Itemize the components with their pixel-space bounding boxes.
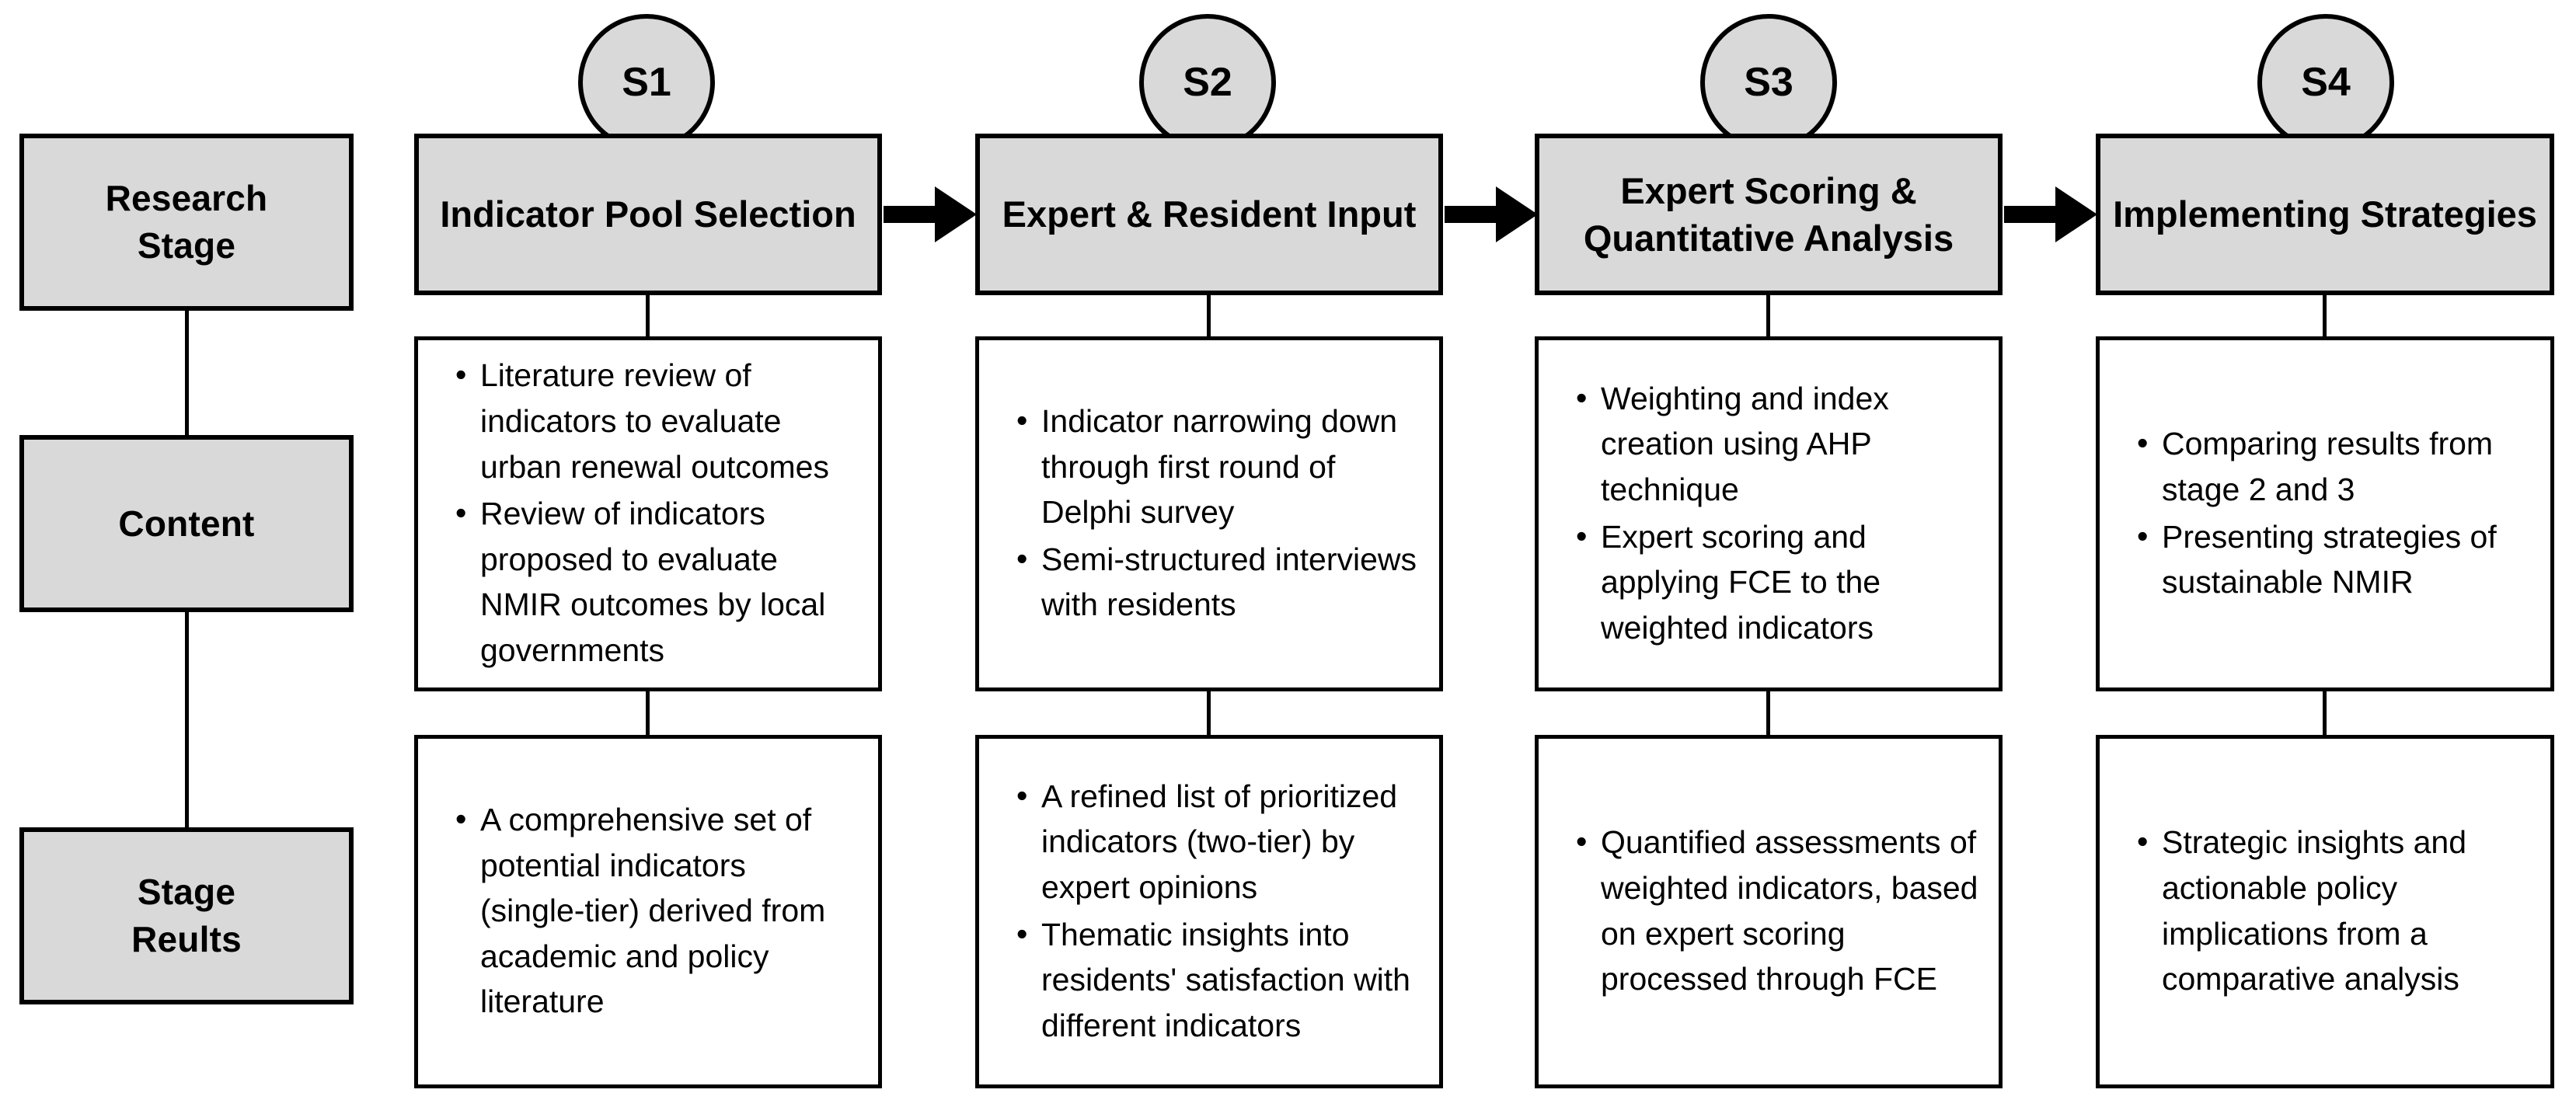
flow-arrow-s1-s2 — [884, 186, 977, 242]
stage-result-s4: Strategic insights and actionable policy… — [2096, 735, 2554, 1088]
stage-badge-s1: S1 — [578, 14, 715, 151]
stage-content-s4: Comparing results from stage 2 and 3 Pre… — [2096, 336, 2554, 691]
flow-arrow-s3-s4 — [2004, 186, 2097, 242]
list-item: A refined list of prioritized indicators… — [1016, 773, 1419, 910]
row-label-stage-results: Stage Reults — [19, 827, 354, 1004]
bullet-list: A refined list of prioritized indicators… — [1006, 773, 1419, 1050]
stage-header-s1-text: Indicator Pool Selection — [440, 190, 856, 238]
stage-connector-s2-result — [1207, 690, 1211, 736]
list-item: Strategic insights and actionable policy… — [2137, 819, 2530, 1002]
spine-connector-bottom — [185, 611, 189, 831]
row-label-line1: Content — [118, 503, 255, 544]
stage-result-s2: A refined list of prioritized indicators… — [975, 735, 1443, 1088]
row-label-stage-results-text: Stage Reults — [131, 869, 242, 962]
list-item: Presenting strategies of sustainable NMI… — [2137, 513, 2530, 605]
row-label-content: Content — [19, 435, 354, 612]
spine-connector-top — [185, 309, 189, 438]
stage-badge-s4: S4 — [2257, 14, 2394, 151]
stage-result-s3: Quantified assessments of weighted indic… — [1535, 735, 2003, 1088]
bullet-list: Quantified assessments of weighted indic… — [1565, 819, 1978, 1004]
stage-header-s4-text: Implementing Strategies — [2113, 190, 2537, 238]
bullet-list: Literature review of indicators to evalu… — [444, 352, 858, 674]
stage-connector-s4-content — [2323, 294, 2327, 339]
list-item: Semi-structured interviews with resident… — [1016, 536, 1419, 628]
stage-badge-s2-label: S2 — [1183, 60, 1232, 105]
stage-badge-s4-label: S4 — [2301, 60, 2351, 105]
list-item: Thematic insights into residents' satisf… — [1016, 911, 1419, 1049]
arrow-shaft — [1445, 206, 1501, 223]
stage-header-s2-text: Expert & Resident Input — [1002, 190, 1417, 238]
bullet-list: Weighting and index creation using AHP t… — [1565, 375, 1978, 653]
stage-badge-s3-label: S3 — [1744, 60, 1793, 105]
list-item: Indicator narrowing down through first r… — [1016, 398, 1419, 535]
list-item: Review of indicators proposed to evaluat… — [455, 490, 858, 674]
list-item: Weighting and index creation using AHP t… — [1576, 375, 1978, 513]
stage-header-s3[interactable]: Expert Scoring & Quantitative Analysis — [1535, 134, 2003, 295]
stage-connector-s4-result — [2323, 690, 2327, 736]
stage-connector-s1-result — [646, 690, 650, 736]
stage-header-s2[interactable]: Expert & Resident Input — [975, 134, 1443, 295]
list-item: Literature review of indicators to evalu… — [455, 352, 858, 489]
row-label-line2: Stage — [137, 225, 236, 266]
stage-content-s2: Indicator narrowing down through first r… — [975, 336, 1443, 691]
stage-header-line1: Expert Scoring & — [1620, 169, 1917, 211]
arrow-head-icon — [935, 186, 977, 242]
stage-connector-s3-result — [1766, 690, 1770, 736]
row-label-research-stage: Research Stage — [19, 134, 354, 311]
bullet-list: Indicator narrowing down through first r… — [1006, 398, 1419, 629]
stage-header-line2: Quantitative Analysis — [1583, 218, 1954, 259]
bullet-list: A comprehensive set of potential indicat… — [444, 796, 858, 1026]
row-label-research-stage-text: Research Stage — [106, 175, 268, 269]
row-label-content-text: Content — [118, 500, 254, 548]
stage-connector-s2-content — [1207, 294, 1211, 339]
arrow-head-icon — [1496, 186, 1538, 242]
bullet-list: Strategic insights and actionable policy… — [2126, 819, 2530, 1004]
stage-badge-s3: S3 — [1700, 14, 1837, 151]
list-item: Expert scoring and applying FCE to the w… — [1576, 513, 1978, 651]
stage-content-s1: Literature review of indicators to evalu… — [414, 336, 882, 691]
stage-connector-s1-content — [646, 294, 650, 339]
stage-header-s3-text: Expert Scoring & Quantitative Analysis — [1584, 167, 1954, 262]
bullet-list: Comparing results from stage 2 and 3 Pre… — [2126, 420, 2530, 607]
row-label-line1: Research — [105, 178, 268, 219]
stage-header-s1[interactable]: Indicator Pool Selection — [414, 134, 882, 295]
stage-result-s1: A comprehensive set of potential indicat… — [414, 735, 882, 1088]
list-item: A comprehensive set of potential indicat… — [455, 796, 858, 1025]
stage-header-line1: Indicator Pool Selection — [440, 193, 856, 235]
stage-header-s4[interactable]: Implementing Strategies — [2096, 134, 2554, 295]
arrow-head-icon — [2055, 186, 2097, 242]
stage-content-s3: Weighting and index creation using AHP t… — [1535, 336, 2003, 691]
arrow-shaft — [2004, 206, 2060, 223]
flow-arrow-s2-s3 — [1445, 186, 1538, 242]
arrow-shaft — [884, 206, 939, 223]
stage-connector-s3-content — [1766, 294, 1770, 339]
list-item: Quantified assessments of weighted indic… — [1576, 819, 1978, 1002]
stage-badge-s1-label: S1 — [622, 60, 671, 105]
stage-badge-s2: S2 — [1139, 14, 1276, 151]
row-label-line2: Reults — [131, 919, 242, 959]
stage-header-line1: Expert & Resident Input — [1002, 193, 1417, 235]
stage-header-line1: Implementing Strategies — [2113, 193, 2537, 235]
list-item: Comparing results from stage 2 and 3 — [2137, 420, 2530, 512]
row-label-line1: Stage — [137, 872, 236, 913]
